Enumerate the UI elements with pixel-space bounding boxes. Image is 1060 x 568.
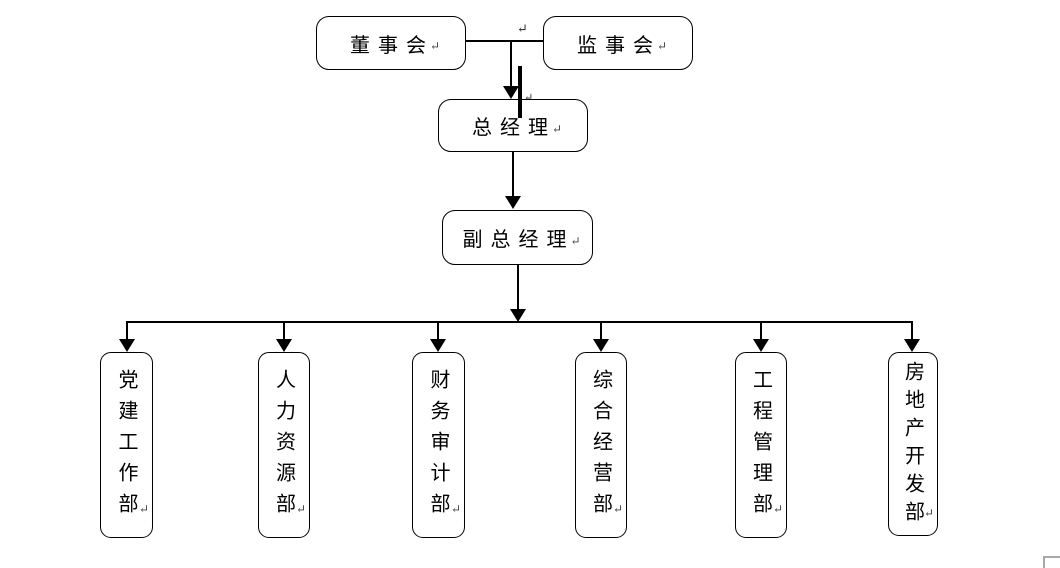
connector-drop <box>760 322 762 340</box>
org-node-dept-human-resources[interactable]: 人力资源部 ↵ <box>258 352 310 538</box>
stray-vertical-stroke <box>518 66 522 118</box>
paragraph-mark: ↵ <box>517 21 528 36</box>
paragraph-mark: ↵ <box>612 502 623 516</box>
paragraph-mark: ↵ <box>524 92 534 104</box>
org-node-label: 综合经营部 <box>589 369 612 524</box>
connector-drop <box>437 322 439 340</box>
paragraph-mark: ↵ <box>656 39 668 53</box>
distribution-line <box>126 321 913 323</box>
org-node-supervisory[interactable]: 监事会↵ <box>543 16 693 70</box>
arrow-down-icon <box>904 339 920 352</box>
paragraph-mark: ↵ <box>295 502 306 516</box>
org-node-label: 房地产开发部 <box>901 361 924 529</box>
org-node-label: 党建工作部 <box>115 369 137 524</box>
org-node-label: 副总经理 <box>462 229 575 251</box>
org-node-board[interactable]: 董事会↵ <box>316 16 466 70</box>
arrow-down-icon <box>276 339 292 352</box>
paragraph-mark: ↵ <box>429 39 441 53</box>
org-node-general-manager[interactable]: 总经理↵ <box>438 99 588 152</box>
org-node-label: 总经理 <box>471 117 556 139</box>
paragraph-mark: ↵ <box>772 502 783 516</box>
arrow-down-icon <box>510 309 526 322</box>
org-node-dept-comprehensive-operations[interactable]: 综合经营部 ↵ <box>575 352 627 538</box>
paragraph-mark: ↵ <box>551 121 563 136</box>
connector-board-supervisory <box>466 40 543 42</box>
connector-to-gm-line <box>510 41 512 87</box>
org-node-dept-party-building[interactable]: 党建工作部 ↵ <box>100 352 153 538</box>
paragraph-mark: ↵ <box>138 502 149 516</box>
paragraph-mark: ↵ <box>570 233 581 248</box>
connector-gm-dgm-line <box>512 152 514 196</box>
connector-drop <box>911 322 913 340</box>
org-node-dept-engineering-management[interactable]: 工程管理部 ↵ <box>735 352 787 538</box>
org-node-dept-finance-audit[interactable]: 财务审计部 ↵ <box>412 352 465 538</box>
page-boundary-corner <box>1043 556 1045 568</box>
connector-drop <box>283 322 285 340</box>
paragraph-mark: ↵ <box>923 506 934 520</box>
org-node-dept-real-estate-development[interactable]: 房地产开发部 ↵ <box>888 352 938 536</box>
org-node-label: 监事会 <box>576 34 661 57</box>
arrow-down-icon <box>753 339 769 352</box>
connector-drop <box>126 322 128 340</box>
org-node-label: 工程管理部 <box>749 369 772 524</box>
org-node-label: 董事会 <box>349 34 434 57</box>
arrow-down-icon <box>430 339 446 352</box>
paragraph-mark: ↵ <box>450 502 461 516</box>
arrow-down-icon <box>503 86 519 99</box>
connector-dgm-line <box>517 265 519 310</box>
arrow-down-icon <box>593 339 609 352</box>
org-node-deputy-general-manager[interactable]: 副总经理↵ <box>442 210 593 265</box>
org-node-label: 人力资源部 <box>272 369 295 524</box>
org-node-label: 财务审计部 <box>427 369 449 524</box>
arrow-down-icon <box>119 339 135 352</box>
page-boundary-corner <box>1043 556 1060 558</box>
connector-drop <box>600 322 602 340</box>
arrow-down-icon <box>505 196 521 209</box>
